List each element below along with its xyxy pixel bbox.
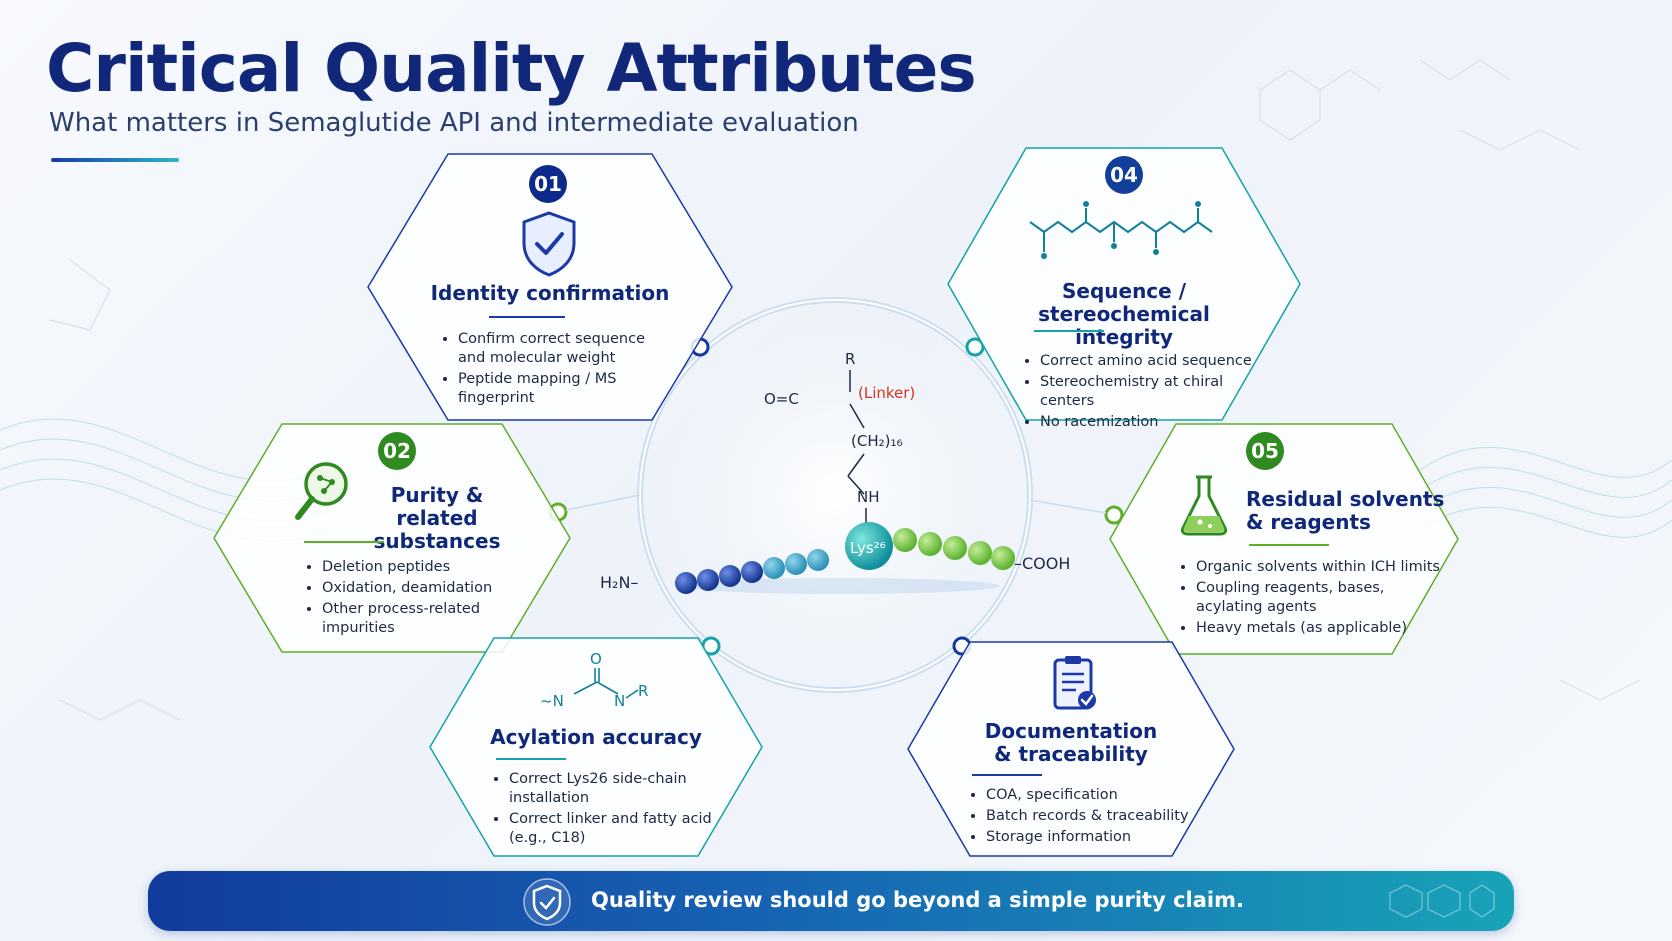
bead-5: [763, 557, 785, 579]
bullet-item: Correct linker and fatty acid (e.g., C18…: [509, 810, 719, 848]
bullet-item: Organic solvents within ICH limits: [1196, 558, 1446, 577]
attribute-bullets: COA, specification Batch records & trace…: [970, 786, 1216, 849]
page-title: Critical Quality Attributes: [46, 30, 977, 107]
nh-label: NH: [857, 488, 880, 506]
attribute-number-badge: 02: [378, 432, 416, 470]
lys26-label: Lys²⁶: [850, 539, 886, 557]
attribute-card-identity: 01 Identity confirmation Confirm correct…: [366, 152, 734, 422]
bullet-item: Storage information: [986, 828, 1216, 847]
chain-shadow: [680, 578, 1000, 594]
bead-11: [968, 541, 992, 565]
attribute-bullets: Correct Lys26 side-chain installation Co…: [493, 770, 719, 850]
magnifier-molecule-icon: [295, 462, 348, 520]
bond-chain-2: [847, 453, 865, 477]
attribute-card-documentation: Documentation & traceability COA, specif…: [906, 640, 1236, 858]
hex-outline: [907, 641, 1235, 857]
attribute-title: Identity confirmation: [430, 281, 670, 305]
attribute-card-acylation: O ~N N R Acylation accuracy Correct Lys2…: [428, 636, 764, 858]
title-underline: [51, 158, 179, 162]
attribute-title: Acylation accuracy: [490, 725, 702, 749]
bullet-item: Oxidation, deamidation: [322, 579, 532, 598]
bead-9: [918, 532, 942, 556]
bullet-item: Other process-related impurities: [322, 600, 532, 638]
shield-check-icon: [523, 878, 571, 926]
clipboard-check-icon: [1053, 656, 1096, 710]
title-rule: [489, 316, 565, 318]
lys26-bead: [845, 522, 893, 570]
title-rule: [1249, 544, 1329, 546]
hexagon-decoration-icon: [1389, 884, 1495, 918]
attribute-card-residuals: 05 Residual solvents & reagents Organic …: [1108, 422, 1460, 656]
r-group-label: R: [845, 350, 855, 368]
bead-1: [675, 572, 697, 594]
c-terminus-label: –COOH: [1014, 554, 1070, 573]
bullet-item: Peptide mapping / MS fingerprint: [458, 370, 668, 408]
flask-icon: [1180, 475, 1228, 536]
shield-check-icon: [522, 211, 576, 277]
nitrogen-left-label: ~N: [540, 692, 564, 710]
attribute-number-badge: 05: [1246, 432, 1284, 470]
attribute-bullets: Organic solvents within ICH limits Coupl…: [1180, 558, 1446, 640]
r-group-label: R: [638, 682, 648, 700]
title-rule: [496, 758, 566, 760]
attribute-card-sequence: 04 Sequence / stereochemical integrity C…: [946, 146, 1302, 430]
attribute-bullets: Confirm correct sequence and molecular w…: [442, 330, 668, 410]
hex-outline: [367, 153, 733, 421]
bullet-item: Correct amino acid sequence: [1040, 352, 1280, 371]
attribute-title: Purity & related substances: [373, 483, 501, 553]
bead-12: [991, 546, 1015, 570]
title-rule: [1034, 330, 1104, 332]
bead-2: [697, 569, 719, 591]
bead-10: [943, 536, 967, 560]
hex-outline: [429, 637, 763, 857]
carbonyl-label: O=C: [764, 390, 799, 408]
linker-label: (Linker): [858, 384, 915, 402]
bond-chain-1: [849, 403, 865, 429]
attribute-title: Sequence / stereochemical integrity: [1038, 279, 1210, 349]
chain-label: (CH₂)₁₆: [851, 432, 903, 450]
peptide-backbone-icon: [1029, 201, 1213, 259]
attribute-bullets: Deletion peptides Oxidation, deamidation…: [306, 558, 532, 640]
bond-chain-3: [847, 475, 865, 495]
footer-message: Quality review should go beyond a simple…: [591, 888, 1244, 912]
bullet-item: COA, specification: [986, 786, 1216, 805]
hex-outline: [1109, 423, 1459, 655]
title-rule: [304, 541, 384, 543]
attribute-title: Residual solvents & reagents: [1246, 487, 1445, 534]
bullet-item: No racemization: [1040, 413, 1280, 432]
attribute-title: Documentation & traceability: [984, 719, 1158, 766]
oxygen-label: O: [590, 650, 602, 668]
hex-outline: [947, 147, 1301, 421]
bead-7: [807, 549, 829, 571]
attribute-number-badge: 01: [529, 165, 567, 203]
bullet-item: Stereochemistry at chiral centers: [1040, 373, 1280, 411]
nitrogen-right-label: N: [614, 692, 625, 710]
semaglutide-structure: R O=C (Linker) (CH₂)₁₆ NH H₂N– Lys²⁶ –CO…: [600, 350, 1070, 594]
attribute-number-badge: 04: [1105, 156, 1143, 194]
page-subtitle: What matters in Semaglutide API and inte…: [49, 108, 859, 138]
n-terminus-label: H₂N–: [600, 573, 638, 592]
attribute-card-purity: 02 Purity & related substances Deletion …: [212, 422, 572, 654]
title-rule: [972, 774, 1042, 776]
footer-banner: Quality review should go beyond a simple…: [148, 871, 1514, 931]
attribute-bullets: Correct amino acid sequence Stereochemis…: [1024, 352, 1280, 434]
bead-8: [893, 528, 917, 552]
bullet-item: Batch records & traceability: [986, 807, 1216, 826]
amide-structure-icon: O ~N N R: [540, 650, 648, 710]
bead-4: [741, 561, 763, 583]
bead-6: [785, 553, 807, 575]
bullet-item: Coupling reagents, bases, acylating agen…: [1196, 579, 1446, 617]
bullet-item: Heavy metals (as applicable): [1196, 619, 1446, 638]
bullet-item: Deletion peptides: [322, 558, 532, 577]
bullet-item: Correct Lys26 side-chain installation: [509, 770, 719, 808]
bullet-item: Confirm correct sequence and molecular w…: [458, 330, 668, 368]
bead-3: [719, 565, 741, 587]
